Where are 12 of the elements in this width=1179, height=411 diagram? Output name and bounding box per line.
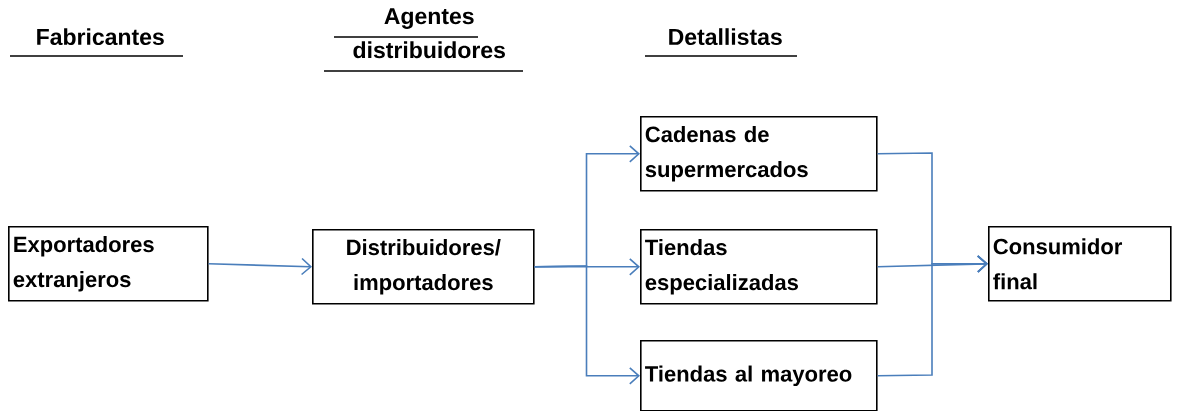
process-box: Consumidor final [988, 226, 1172, 302]
heading: Detallistas [644, 28, 798, 57]
process-box: Exportadores extranjeros [8, 226, 209, 302]
arrow [533, 265, 640, 385]
arrow [876, 255, 988, 377]
process-box: Distribuidores/ importadores [312, 229, 535, 305]
heading: Agentes distribuidores [323, 8, 524, 72]
process-box: Cadenas de supermercados [640, 116, 878, 192]
process-box: Tiendas al mayoreo [640, 340, 878, 411]
arrow [207, 257, 312, 276]
process-box: Tiendas especializadas [640, 229, 878, 305]
heading: Fabricantes [9, 28, 184, 57]
